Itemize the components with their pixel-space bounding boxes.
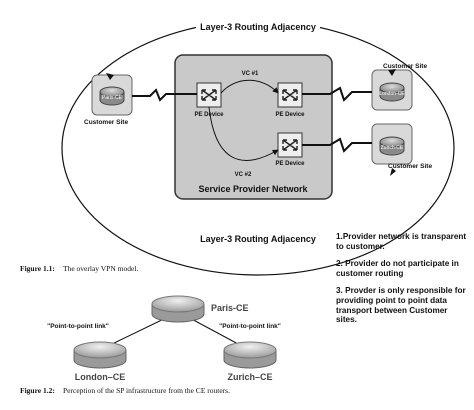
fig2-paris-ce-router-icon: [151, 295, 205, 323]
pe-device-label-right-bottom: PE Device: [275, 161, 305, 167]
note-2: 2. Provider do not participate in custom…: [336, 259, 459, 278]
top-adjacency-label: Layer-3 Routing Adjacency: [200, 22, 316, 32]
notes-panel: 1.Provider network is transparent to cus…: [336, 232, 468, 333]
customer-site-label-london: Customer Site: [383, 63, 427, 70]
vc2-curve: [208, 106, 279, 161]
pe-device-switch-icon-right-bottom: [277, 132, 303, 158]
paris-ce-label: Paris-CE: [102, 95, 123, 101]
adjacency-arrow-paris: [106, 73, 114, 80]
sp-network-label: Service Provider Network: [198, 184, 308, 194]
fig2-london-ce-router-icon: [73, 341, 127, 369]
pe-device-switch-icon-right-top: [277, 82, 303, 108]
access-link-paris: [132, 88, 197, 102]
zurich-ce-router-icon: [379, 136, 405, 156]
london-ce-router-icon: [379, 82, 405, 102]
p2p-link-left: [109, 315, 171, 346]
figure-1-2-caption-text: Perception of the SP infrastructure from…: [63, 386, 230, 395]
adjacency-arrow-zurich: [390, 168, 396, 176]
fig2-paris-ce-label: Paris-CE: [211, 303, 249, 313]
adjacency-arrow-london: [388, 69, 396, 76]
vc1-curve: [220, 79, 279, 94]
customer-site-label-paris: Customer Site: [84, 119, 128, 126]
pe-device-label-left: PE Device: [194, 112, 224, 118]
pe-device-label-right-top: PE Device: [275, 112, 305, 118]
vc2-label: VC #2: [235, 172, 252, 178]
fig2-london-ce-label: London–CE: [75, 372, 126, 382]
paris-ce-router-icon: [99, 86, 125, 106]
figure-1-2-caption-number: Figure 1.2:: [20, 386, 55, 395]
access-link-zurich: [302, 137, 372, 153]
fig2-p2p-label-right: "Point-to-point link": [219, 323, 281, 330]
figure-1-1-caption-number: Figure 1.1:: [20, 264, 55, 273]
p2p-link-right: [185, 315, 241, 346]
note-3: 3. Provder is only responsible for provi…: [336, 286, 466, 325]
zurich-ce-label: Zurich-CE: [381, 145, 404, 151]
vc1-label: VC #1: [242, 71, 259, 77]
customer-site-label-zurich: Customer Site: [388, 163, 432, 170]
access-link-london: [302, 86, 372, 102]
figure-1-1-caption-text: The overlay VPN model.: [63, 264, 138, 273]
bottom-adjacency-label: Layer-3 Routing Adjacency: [200, 234, 316, 244]
fig2-zurich-ce-label: Zurich–CE: [227, 372, 272, 382]
fig2-p2p-label-left: "Point-to-point link": [47, 323, 109, 330]
note-1: 1.Provider network is transparent to cus…: [336, 232, 467, 251]
london-ce-label: London-CE: [379, 91, 405, 97]
pe-device-switch-icon-left: [196, 82, 222, 108]
fig2-zurich-ce-router-icon: [223, 341, 277, 369]
